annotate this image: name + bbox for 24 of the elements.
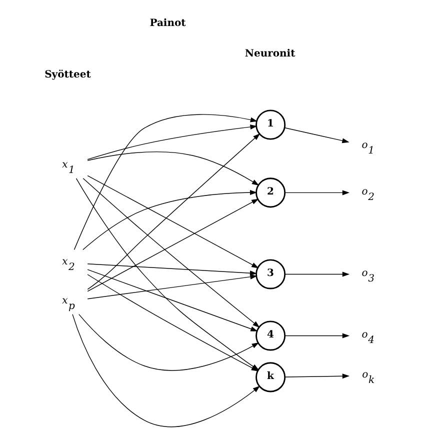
- node-circle: 2: [255, 178, 286, 208]
- node-circle: 4: [255, 320, 286, 351]
- arrow: [284, 190, 350, 196]
- arrow: [82, 190, 257, 250]
- label: Neuronit: [244, 48, 295, 60]
- arrow: [82, 178, 260, 328]
- node-circle: k: [255, 362, 286, 392]
- arrow: [284, 374, 350, 379]
- arrow: [284, 272, 350, 277]
- node-circle: 3: [255, 259, 286, 290]
- label: Syötteet: [44, 69, 90, 80]
- arrow: [86, 263, 257, 276]
- node-circle: 1: [255, 110, 286, 140]
- arrow: [86, 133, 260, 290]
- arrow: [86, 151, 259, 186]
- arrow: [86, 274, 257, 300]
- arrow: [284, 333, 350, 338]
- arrow: [284, 127, 349, 144]
- arrow: [86, 269, 258, 332]
- arrow: [73, 114, 258, 250]
- arrow: [86, 175, 258, 268]
- arrow: [86, 198, 258, 292]
- label: Painot: [149, 18, 186, 29]
- arrow: [86, 124, 257, 160]
